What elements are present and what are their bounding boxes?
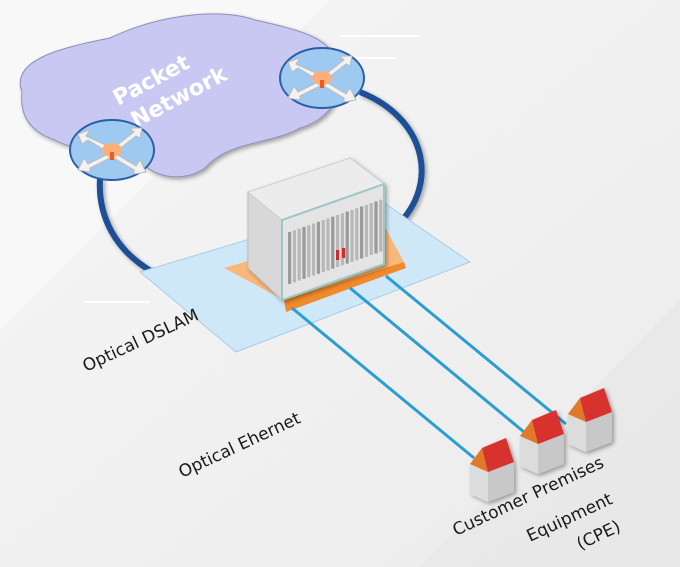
line-card <box>374 201 378 254</box>
fiber-link-3 <box>385 274 567 426</box>
fiber-link-1 <box>291 306 475 460</box>
line-card <box>307 225 311 278</box>
router-right <box>279 47 365 109</box>
line-card <box>345 211 349 264</box>
cpe-house-3 <box>568 388 612 452</box>
status-led <box>342 248 345 258</box>
line-card <box>316 221 320 274</box>
dslam-tray-edge <box>284 262 406 312</box>
router-left <box>69 119 155 181</box>
line-card <box>312 223 316 276</box>
router-arrows-icon <box>77 127 147 175</box>
line-card <box>355 208 359 261</box>
dslam-line-cards <box>288 199 383 284</box>
line-card <box>288 232 292 284</box>
router-arrows-icon <box>287 55 357 103</box>
cpe-house-2 <box>520 410 564 474</box>
line-card <box>292 230 296 283</box>
line-card <box>336 215 340 267</box>
line-card <box>321 220 325 273</box>
cpe-house-1 <box>470 438 514 502</box>
line-card <box>297 228 301 281</box>
line-card <box>340 213 344 266</box>
status-led <box>336 250 339 260</box>
fiber-link-2 <box>349 286 525 434</box>
line-card <box>369 203 373 256</box>
line-card <box>331 216 335 269</box>
line-card <box>360 206 364 259</box>
line-card <box>302 226 306 279</box>
dslam-chassis <box>246 157 386 302</box>
ring-link-right <box>358 89 425 233</box>
line-card <box>379 199 383 252</box>
line-card <box>350 209 354 262</box>
line-card <box>364 204 368 257</box>
line-card <box>326 218 330 271</box>
